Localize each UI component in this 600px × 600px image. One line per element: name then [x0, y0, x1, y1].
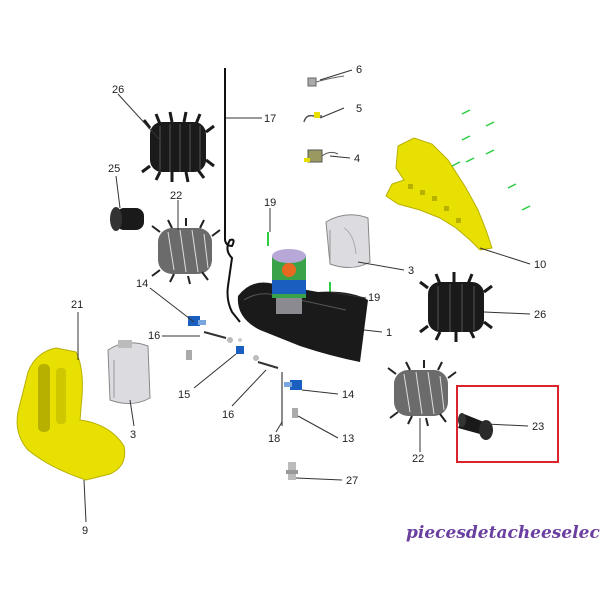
part-3-housing-top[interactable]	[325, 214, 371, 268]
part-10-cover[interactable]	[385, 109, 531, 251]
callout-19a: 19	[264, 197, 276, 209]
callout-15: 15	[178, 389, 190, 401]
callout-17: 17	[264, 113, 276, 125]
part-26-brush-top[interactable]	[141, 111, 215, 183]
callout-labels: 26 17 6 5 4 25 22 19 3 10 19 14 26 21 16…	[71, 64, 546, 537]
part-13-screw[interactable]	[292, 408, 298, 418]
part-14-clip-left[interactable]	[188, 316, 206, 326]
callout-22a: 22	[170, 190, 182, 202]
part-3-housing-bottom[interactable]	[107, 340, 151, 404]
part-5-connector[interactable]	[303, 112, 322, 123]
callout-14b: 14	[342, 389, 354, 401]
part-27-pin[interactable]	[286, 462, 298, 480]
callout-23: 23	[532, 421, 544, 433]
part-4-switch[interactable]	[304, 149, 339, 163]
callout-27: 27	[346, 475, 358, 487]
callout-14a: 14	[136, 278, 148, 290]
callout-3b: 3	[130, 429, 136, 441]
part-26-brush-right[interactable]	[419, 272, 493, 342]
watermark: piecesdetacheeselec.com	[406, 523, 600, 543]
part-15-gear[interactable]	[236, 338, 244, 354]
callout-26a: 26	[112, 84, 124, 96]
part-16-axle-right[interactable]	[253, 355, 279, 369]
callout-16a: 16	[148, 330, 160, 342]
part-16-axle-left[interactable]	[203, 331, 233, 343]
leader-lines	[77, 69, 531, 523]
part-1-main-body[interactable]	[237, 249, 368, 362]
callout-3a: 3	[408, 265, 414, 277]
callout-25: 25	[108, 163, 120, 175]
part-17-cable[interactable]	[224, 68, 241, 323]
callout-16b: 16	[222, 409, 234, 421]
callout-6: 6	[356, 64, 362, 76]
callout-9: 9	[82, 525, 88, 537]
part-14-clip-right[interactable]	[284, 380, 302, 390]
highlight-box	[456, 385, 559, 463]
callout-18: 18	[268, 433, 280, 445]
part-9-side-panel[interactable]	[16, 347, 126, 481]
part-23-roller[interactable]	[458, 413, 493, 440]
part-22-brush-bottom[interactable]	[387, 360, 457, 427]
part-22-brush-top[interactable]	[151, 218, 221, 285]
callout-22b: 22	[412, 453, 424, 465]
callout-5: 5	[356, 103, 362, 115]
callout-10: 10	[534, 259, 546, 271]
part-6-connector[interactable]	[307, 75, 345, 87]
callout-21: 21	[71, 299, 83, 311]
callout-13: 13	[342, 433, 354, 445]
part-bolt-left[interactable]	[186, 350, 192, 360]
callout-26b: 26	[534, 309, 546, 321]
part-25-roller[interactable]	[110, 207, 144, 231]
callout-1: 1	[386, 327, 392, 339]
callout-4: 4	[354, 153, 360, 165]
callout-19b: 19	[368, 292, 380, 304]
